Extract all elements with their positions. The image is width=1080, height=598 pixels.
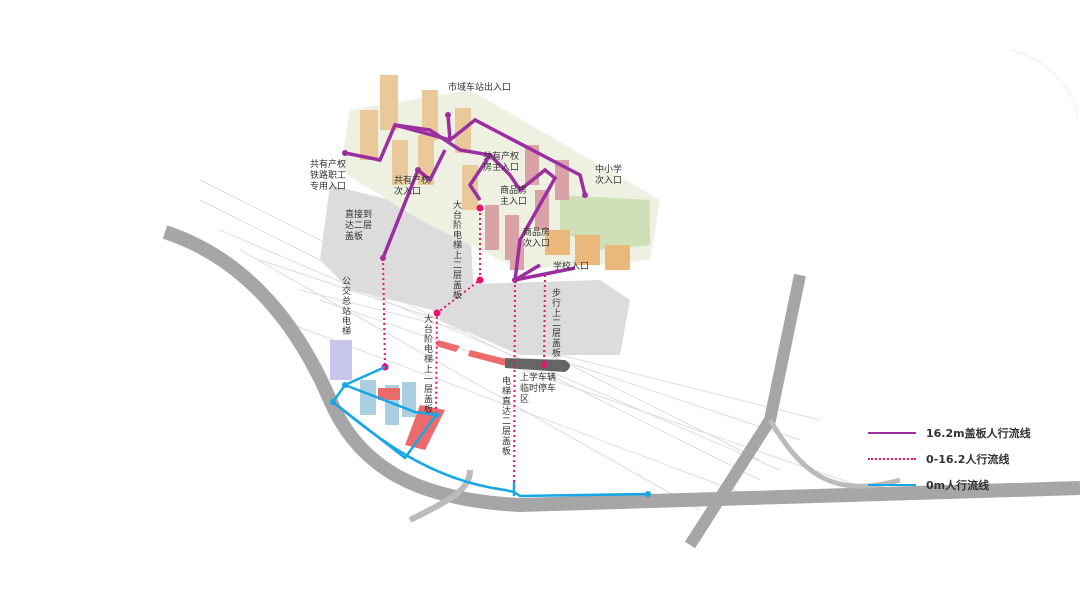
label-stair-lift-2: 大台阶电梯上二层盖板: [451, 200, 461, 300]
label-city-station-exit: 市域车站出入口: [448, 83, 512, 93]
label-walk-deck: 步行上二层盖板: [550, 288, 560, 358]
legend-swatch: [868, 432, 916, 434]
label-school-parking: 上学车辆临时停车区: [520, 373, 557, 405]
legend-swatch: [868, 458, 916, 460]
red-podiums: [378, 340, 510, 450]
label-shared-secondary: 共有产权次入口: [394, 176, 431, 197]
label-school-entry: 学校入口: [553, 262, 590, 272]
ground-routes: [331, 365, 649, 498]
label-school-secondary: 中小学次入口: [595, 165, 623, 186]
legend-item-ramp: 0-16.2人行流线: [868, 446, 1031, 472]
school-parking-area: [505, 358, 570, 372]
bus-station-tower: [330, 340, 352, 380]
deck-routes: [344, 114, 587, 282]
ramp-routes: [382, 208, 546, 493]
residential-towers: [360, 75, 478, 210]
label-bus-lift: 公交总站电梯: [340, 276, 350, 336]
label-shared-rail-staff: 共有产权铁路职工专用入口: [310, 160, 347, 192]
label-commercial-main: 商品房主入口: [500, 186, 528, 207]
road-lower: [408, 469, 473, 523]
decorative-arc: [1009, 49, 1079, 121]
label-stair-lift-1: 大台阶电梯上一层盖板: [422, 314, 432, 414]
legend-label: 16.2m盖板人行流线: [926, 427, 1031, 440]
school-buildings: [545, 230, 630, 270]
legend: 16.2m盖板人行流线 0-16.2人行流线 0m人行流线: [868, 420, 1031, 498]
label-commercial-secondary: 商品房次入口: [523, 228, 551, 249]
legend-item-ground: 0m人行流线: [868, 472, 1031, 498]
legend-swatch: [868, 484, 916, 486]
label-direct-deck: 直接到达二层盖板: [345, 210, 373, 242]
legend-label: 0-16.2人行流线: [926, 453, 1010, 466]
legend-label: 0m人行流线: [926, 479, 990, 492]
ground-route-nodes: [330, 382, 651, 497]
deck-east: [440, 280, 630, 355]
label-shared-main: 共有产权房主入口: [483, 152, 520, 173]
label-lift-direct: 电梯直达二层盖板: [500, 376, 510, 456]
legend-item-deck: 16.2m盖板人行流线: [868, 420, 1031, 446]
